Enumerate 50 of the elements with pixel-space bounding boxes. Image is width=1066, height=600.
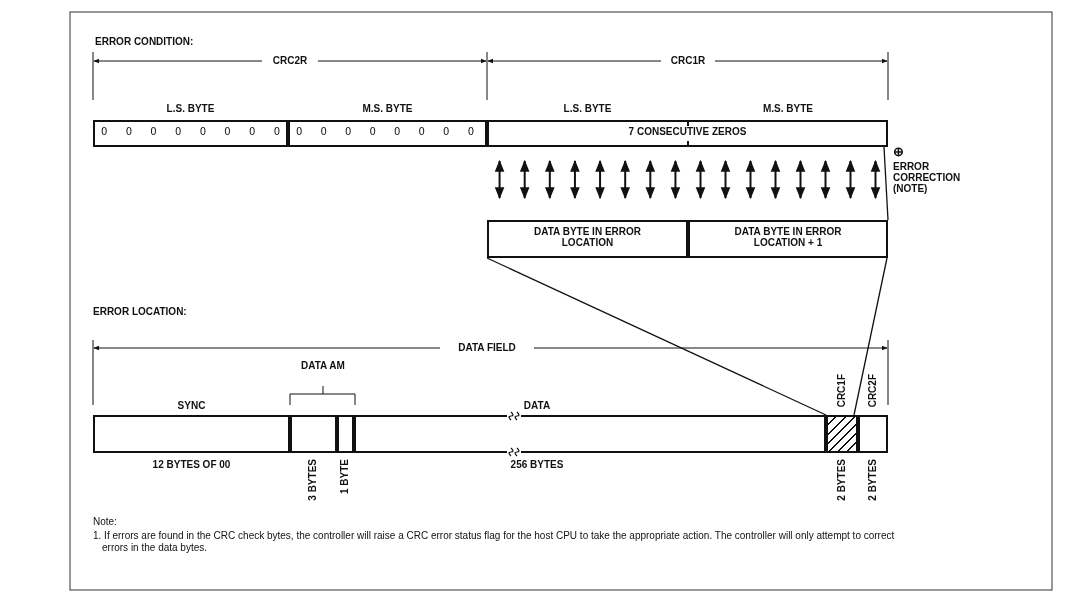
byte-heading: M.S. BYTE [762, 103, 814, 114]
double-arrow [545, 159, 555, 200]
double-arrow [845, 159, 856, 200]
byte-heading: L.S. BYTE [165, 103, 216, 114]
field-heading: DATA [522, 400, 552, 411]
double-arrow [820, 159, 831, 200]
byte-heading: M.S. BYTE [361, 103, 414, 114]
operator-symbol: ⊕ [893, 146, 905, 157]
dimension-label: CRC2R [262, 55, 318, 66]
double-arrow [720, 159, 731, 200]
double-arrow [670, 159, 681, 200]
dimension-label: DATA FIELD [440, 342, 534, 353]
double-arrow [494, 159, 505, 200]
bit-values: 0 0 0 0 0 0 0 0 [101, 126, 280, 137]
byte-heading: L.S. BYTE [562, 103, 613, 114]
field-heading: SYNC [176, 400, 207, 411]
register-value: 7 CONSECUTIVE ZEROS [627, 126, 748, 137]
projection-line [486, 257, 827, 416]
double-arrow [695, 159, 706, 200]
note-heading: Note: [93, 516, 118, 528]
box-label: DATA BYTE IN ERROR LOCATION + 1 [733, 226, 843, 248]
field-size: 2 BYTES [867, 459, 878, 501]
dimension-label: CRC1R [661, 55, 715, 66]
field-size: 256 BYTES [509, 459, 565, 470]
double-arrow [745, 159, 756, 200]
bit-values: 0 0 0 0 0 0 0 0 [296, 126, 474, 137]
projection-line [883, 146, 889, 221]
projection-line [853, 257, 888, 416]
data-byte-box [688, 220, 888, 258]
double-arrow [570, 159, 580, 200]
double-arrow [620, 159, 630, 200]
section-heading: ERROR CONDITION: [95, 36, 195, 47]
group-label: DATA AM [301, 360, 345, 371]
double-arrow [519, 159, 530, 200]
box-label: DATA BYTE IN ERROR LOCATION [532, 226, 642, 248]
field-heading: CRC1F [836, 373, 847, 407]
data-byte-box [487, 220, 688, 258]
field-size: 2 BYTES [836, 459, 847, 501]
section-heading: ERROR LOCATION: [93, 306, 188, 317]
field-size: 12 BYTES OF 00 [151, 459, 232, 470]
annotation-label: ERROR CORRECTION (NOTE) [893, 161, 962, 194]
field-heading: CRC2F [867, 373, 878, 407]
field-size: 3 BYTES [307, 459, 318, 501]
note-text: 1. If errors are found in the CRC check bytes, the controller will raise a CRC error status flag for the host CPU to take the appropriate action. The controller will only attempt to correct errors in the data bytes. [93, 530, 896, 554]
double-arrow [595, 159, 605, 200]
field-size: 1 BYTE [339, 459, 350, 494]
double-arrow [770, 159, 781, 200]
double-arrow [645, 159, 656, 200]
double-arrow [870, 159, 881, 200]
double-arrow [795, 159, 806, 200]
